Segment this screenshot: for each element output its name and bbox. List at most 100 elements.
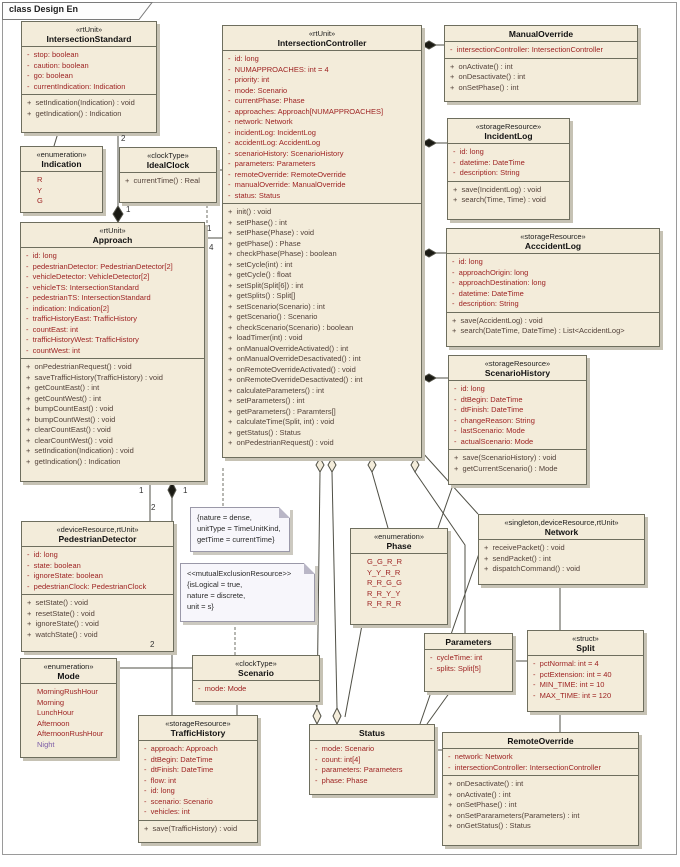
stereotype-label: «clockType» xyxy=(235,659,277,668)
class-box-acccidentlog[interactable]: «storageResource» AcccidentLog - id: lon… xyxy=(446,228,660,347)
class-name: Mode xyxy=(57,671,80,681)
operation-row: + getIndication() : Indication xyxy=(26,456,121,466)
class-header: Parameters xyxy=(425,634,512,650)
frame-tab xyxy=(2,2,154,20)
attribute-row: - pedestrianDetector: PedestrianDetector… xyxy=(26,261,173,271)
class-box-approach[interactable]: «rtUnit» Approach - id: long- pedestrian… xyxy=(20,222,205,482)
aggregation-diamond xyxy=(367,456,377,474)
class-name: Status xyxy=(359,728,385,738)
operation-row: + saveTrafficHistory(TrafficHistory) : v… xyxy=(26,372,163,382)
operation-row: + checkScenario(Scenario) : boolean xyxy=(228,322,354,332)
class-header: «storageResource» IncidentLog xyxy=(448,119,569,144)
stereotype-label: «enumeration» xyxy=(43,662,94,671)
class-box-remoteoverride[interactable]: RemoteOverride - network: Network- inter… xyxy=(442,732,639,846)
class-box-intersectionstandard[interactable]: «rtUnit» IntersectionStandard - stop: bo… xyxy=(21,21,157,133)
attribute-row: - mode: Scenario xyxy=(315,744,375,753)
attribute-row: - remoteOverride: RemoteOverride xyxy=(228,169,346,179)
attributes-compartment: - id: long- pedestrianDetector: Pedestri… xyxy=(21,248,204,359)
class-box-pedestriandetector[interactable]: «deviceResource,rtUnit» PedestrianDetect… xyxy=(21,521,174,652)
attributes-compartment: - id: long- approachOrigin: long- approa… xyxy=(447,254,659,313)
enum-literal: R_R_R_R xyxy=(367,599,402,608)
aggregation-diamond xyxy=(332,706,342,726)
attribute-row: - approachOrigin: long xyxy=(452,267,529,277)
attribute-row: - ignoreState: boolean xyxy=(27,571,103,580)
class-header: «rtUnit» IntersectionStandard xyxy=(22,22,156,47)
attribute-row: - approaches: Approach[NUMAPPROACHES] xyxy=(228,106,384,116)
attributes-compartment: - network: Network- intersectionControll… xyxy=(443,749,638,776)
operation-row: + receivePacket() : void xyxy=(484,543,565,552)
attributes-compartment: - id: long- NUMAPPROACHES: int = 4- prio… xyxy=(223,51,421,204)
class-box-idealclock[interactable]: «clockType» IdealClock + currentTime() :… xyxy=(119,147,217,203)
class-header: «rtUnit» Approach xyxy=(21,223,204,248)
composition-diamond xyxy=(167,480,177,500)
attribute-row: - lastScenario: Mode xyxy=(454,426,525,435)
class-box-manualoverride[interactable]: ManualOverride - intersectionController:… xyxy=(444,25,638,102)
class-box-parameters[interactable]: Parameters - cycleTime: int- splits: Spl… xyxy=(424,633,513,692)
stereotype-label: «storageResource» xyxy=(520,232,586,241)
operation-row: + loadTimer(int) : void xyxy=(228,333,303,342)
operation-row: + getParameters() : Paramters[] xyxy=(228,406,336,416)
note-box-clock-constraints[interactable]: {nature = dense,unitType = TimeUnitKind,… xyxy=(190,507,290,552)
attributes-compartment: - id: long- dtBegin: DateTime- dtFinish:… xyxy=(449,381,586,450)
attribute-row: - pedestrianClock: PedestrianClock xyxy=(27,581,147,591)
class-box-incidentlog[interactable]: «storageResource» IncidentLog - id: long… xyxy=(447,118,570,220)
attribute-row: - description: String xyxy=(453,168,520,177)
attribute-row: - mode: Mode xyxy=(198,684,247,693)
stereotype-label: «rtUnit» xyxy=(99,226,126,235)
operation-row: + init() : void xyxy=(228,207,272,216)
attribute-row: - splits: Split[5] xyxy=(430,663,481,673)
class-name: IncidentLog xyxy=(484,131,533,141)
class-box-network[interactable]: «singleton,deviceResource,rtUnit» Networ… xyxy=(478,514,645,585)
attribute-row: - network: Network xyxy=(228,117,293,126)
composition-diamond xyxy=(420,138,438,148)
operation-row: + save(TrafficHistory) : void xyxy=(144,823,238,833)
operation-row: + clearCountEast() : void xyxy=(26,425,111,434)
stereotype-label: «clockType» xyxy=(147,151,189,160)
multiplicity-label: 1 xyxy=(126,205,131,214)
attribute-row: - scenario: Scenario xyxy=(144,796,213,806)
class-header: «enumeration» Mode xyxy=(21,659,116,684)
class-header: «clockType» Scenario xyxy=(193,656,319,681)
connector xyxy=(53,132,59,147)
enum-literal: G_G_R_R xyxy=(367,557,403,566)
multiplicity-label: 1 xyxy=(139,486,144,495)
attribute-row: - dtFinish: DateTime xyxy=(454,405,524,414)
class-header: «singleton,deviceResource,rtUnit» Networ… xyxy=(479,515,644,540)
attribute-row: - flow: int xyxy=(144,775,177,785)
attribute-row: - parameters: Parameters xyxy=(315,765,403,774)
class-header: «deviceResource,rtUnit» PedestrianDetect… xyxy=(22,522,173,547)
enum-literal: AfternoonRushHour xyxy=(37,729,104,738)
connector xyxy=(426,691,451,725)
class-header: Status xyxy=(310,725,434,741)
operation-row: + getScenario() : Scenario xyxy=(228,312,318,321)
operation-row: + onPedestrianRequest() : void xyxy=(228,438,334,447)
class-box-status[interactable]: Status - mode: Scenario- count: int[4]- … xyxy=(309,724,435,795)
operation-row: + getCurrentScenario() : Mode xyxy=(454,463,558,473)
stereotype-label: «deviceResource,rtUnit» xyxy=(56,525,139,534)
operations-compartment: + save(AccidentLog) : void+ search(DateT… xyxy=(447,313,659,347)
class-header: «storageResource» AcccidentLog xyxy=(447,229,659,254)
operation-row: + checkPhase(Phase) : boolean xyxy=(228,249,337,258)
attribute-row: - status: Status xyxy=(228,190,281,200)
class-box-split[interactable]: «struct» Split - pctNormal: int = 4- pct… xyxy=(527,630,644,712)
operation-row: + calculateTime(Split, int) : void xyxy=(228,417,335,426)
class-box-scenario[interactable]: «clockType» Scenario - mode: Mode xyxy=(192,655,320,702)
attribute-row: - count: int[4] xyxy=(315,754,361,764)
class-name: PedestrianDetector xyxy=(58,534,137,544)
note-box-mutual-exclusion[interactable]: <<mutualExclusionResource>>{isLogical = … xyxy=(180,563,315,622)
multiplicity-label: 4 xyxy=(209,243,214,252)
operation-row: + onDesactivate() : int xyxy=(450,72,526,81)
composition-diamond xyxy=(420,40,438,50)
class-box-intersectioncontroller[interactable]: «rtUnit» IntersectionController - id: lo… xyxy=(222,25,422,458)
note-lines: {nature = dense,unitType = TimeUnitKind,… xyxy=(197,512,285,545)
attribute-row: - intersectionController: IntersectionCo… xyxy=(448,762,601,772)
class-box-traffichistory[interactable]: «storageResource» TrafficHistory - appro… xyxy=(138,715,258,843)
class-name: Indication xyxy=(41,159,82,169)
stereotype-label: «storageResource» xyxy=(484,359,551,368)
class-name: IdealClock xyxy=(146,160,190,170)
operation-row: + setParameters() : int xyxy=(228,396,305,405)
class-box-scenariohistory[interactable]: «storageResource» ScenarioHistory - id: … xyxy=(448,355,587,485)
